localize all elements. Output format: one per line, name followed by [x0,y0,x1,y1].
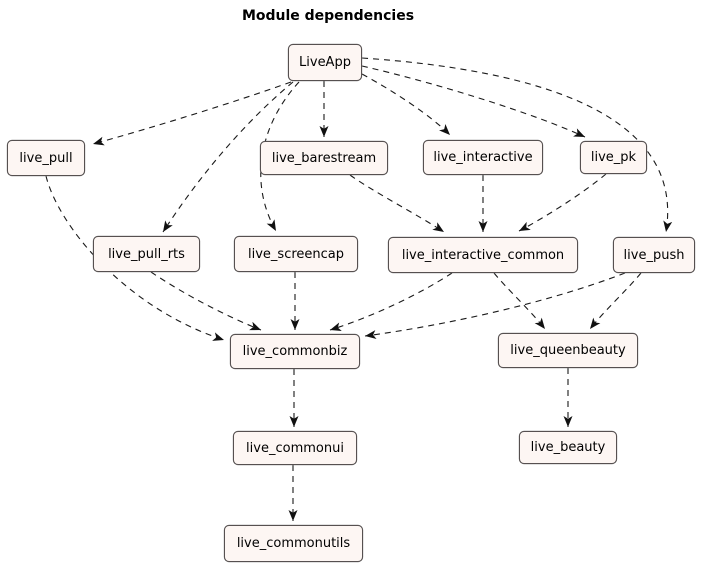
edge-live_pull_rts-to-live_commonbiz [150,271,262,331]
node-label: live_screencap [248,246,344,262]
node-label: live_beauty [530,440,606,455]
node-label: live_interactive [433,150,533,165]
node-label: LiveApp [299,55,351,70]
node-live_pk: live_pk [580,141,647,174]
node-liveapp: LiveApp [288,44,362,81]
edge-liveapp-to-live_pull_rts [162,81,294,233]
edge-live_interactive_common-to-live_queenbeauty [493,272,546,330]
edge-live_barestream-to-live_interactive_common [349,174,445,233]
node-label: live_commonui [246,440,344,456]
edge-live_push-to-live_commonbiz [364,272,626,340]
node-label: live_push [623,247,685,263]
edge-live_push-to-live_queenbeauty [589,272,642,330]
diagram-title: Module dependencies [241,8,415,24]
edge-live_interactive_common-to-live_commonbiz [329,272,453,332]
node-label: live_queenbeauty [510,343,626,358]
node-live_pull: live_pull [7,140,85,176]
node-label: live_interactive_common [401,247,565,263]
node-live_interactive_common: live_interactive_common [388,237,578,273]
node-label: live_pull [19,150,73,166]
node-live_queenbeauty: live_queenbeauty [498,333,638,368]
node-label: live_pull_rts [108,246,185,262]
edge-liveapp-to-live_push [361,57,673,233]
edge-liveapp-to-live_pull [92,81,292,146]
node-label: live_pk [590,150,637,165]
node-label: live_barestream [271,150,377,166]
node-live_pull_rts: live_pull_rts [93,236,200,272]
node-live_push: live_push [613,237,695,273]
edge-live_pull-to-live_commonbiz [45,175,225,341]
node-live_commonui: live_commonui [233,431,357,465]
node-live_screencap: live_screencap [234,236,358,272]
node-live_commonutils: live_commonutils [224,525,363,562]
node-label: live_commonutils [236,536,351,551]
edge-liveapp-to-live_pk [361,65,586,138]
node-live_interactive: live_interactive [423,140,543,175]
node-live_beauty: live_beauty [519,431,617,464]
node-label: live_commonbiz [242,344,348,359]
edge-live_pk-to-live_interactive_common [518,173,607,232]
node-live_barestream: live_barestream [260,141,388,175]
node-live_commonbiz: live_commonbiz [230,334,360,369]
edge-liveapp-to-live_interactive [361,73,451,136]
